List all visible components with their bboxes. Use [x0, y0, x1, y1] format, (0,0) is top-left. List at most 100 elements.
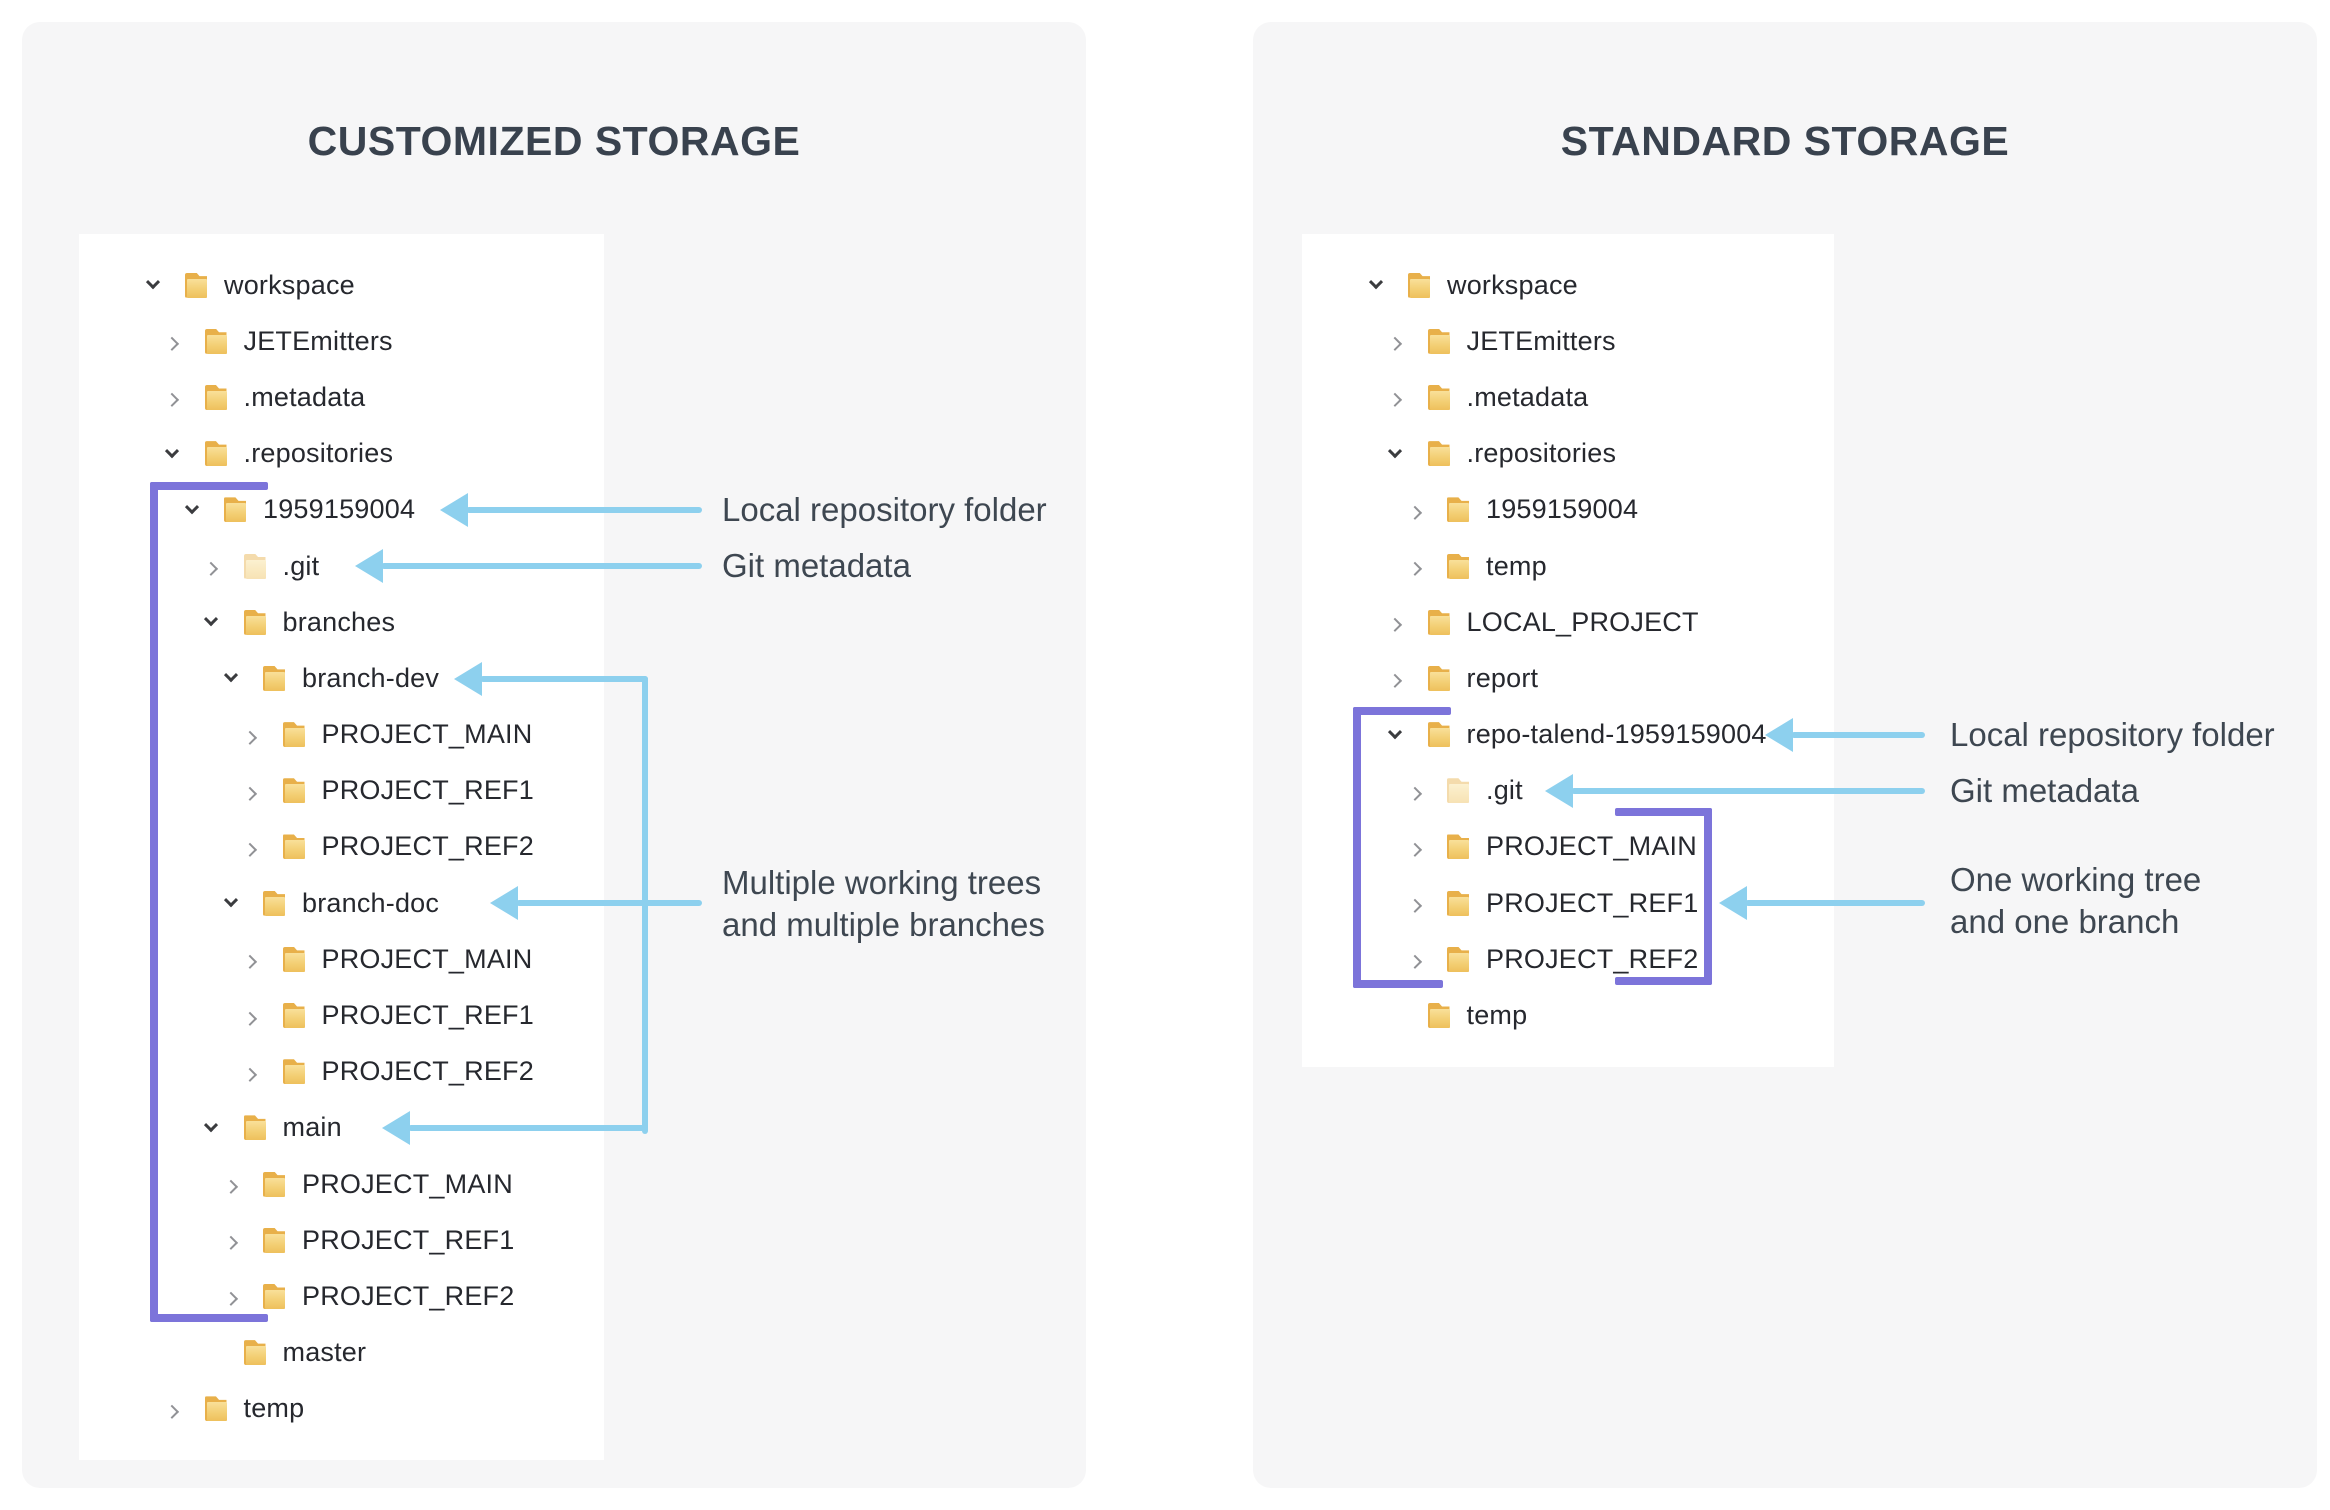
tree-row-PROJECT_REF1[interactable]: PROJECT_REF1: [79, 987, 604, 1043]
tree-label: PROJECT_REF2: [321, 1056, 534, 1087]
folder-icon: [204, 328, 227, 354]
tree-row-PROJECT_REF2[interactable]: PROJECT_REF2: [79, 1268, 604, 1324]
tree-row-temp[interactable]: temp: [79, 1381, 604, 1437]
chevron-right-icon[interactable]: [242, 952, 258, 970]
chevron-right-icon[interactable]: [242, 1064, 258, 1082]
tree-row-PROJECT_REF2[interactable]: PROJECT_REF2: [79, 1044, 604, 1100]
chevron-down-icon[interactable]: [145, 275, 160, 293]
tree-label: workspace: [224, 269, 355, 300]
tree-row-main[interactable]: main: [79, 1100, 604, 1156]
chevron-right-icon[interactable]: [1387, 334, 1403, 352]
tree-row-PROJECT_MAIN[interactable]: PROJECT_MAIN: [79, 931, 604, 987]
tree-row-1959159004[interactable]: 1959159004: [1302, 482, 1834, 538]
note-multiple-line2: and multiple branches: [722, 906, 1045, 943]
chevron-right-icon[interactable]: [1407, 839, 1422, 857]
tree-row-LOCAL_PROJECT[interactable]: LOCAL_PROJECT: [1302, 594, 1834, 650]
tree-row-repo-talend-1959159004[interactable]: repo-talend-1959159004: [1302, 707, 1834, 763]
chevron-right-icon[interactable]: [164, 390, 180, 408]
tree-label: PROJECT_MAIN: [302, 1168, 513, 1199]
tree-row-JETEmitters[interactable]: JETEmitters: [79, 313, 604, 369]
tree-row-branches[interactable]: branches: [79, 594, 604, 650]
tree-row-1959159004[interactable]: 1959159004: [79, 482, 604, 538]
chevron-down-icon[interactable]: [203, 1118, 219, 1135]
repo-bracket-vertical: [150, 482, 158, 1322]
chevron-down-icon[interactable]: [184, 499, 199, 517]
chevron-right-icon[interactable]: [1407, 896, 1422, 914]
tree-row-PROJECT_MAIN[interactable]: PROJECT_MAIN: [1302, 819, 1834, 875]
chevron-right-icon[interactable]: [242, 1008, 258, 1026]
tree-label: temp: [243, 1393, 305, 1424]
tree-row-PROJECT_MAIN[interactable]: PROJECT_MAIN: [79, 707, 604, 763]
chevron-right-icon[interactable]: [242, 839, 258, 857]
folder-icon: [204, 1396, 227, 1422]
note-git-metadata: Git metadata: [1950, 772, 2139, 809]
chevron-right-icon[interactable]: [242, 727, 258, 745]
arrow-head-local-repo-icon: [440, 493, 468, 527]
chevron-right-icon[interactable]: [223, 1177, 238, 1194]
repo-bracket-bottom-arm: [1353, 980, 1443, 988]
chevron-right-icon[interactable]: [242, 783, 258, 801]
chevron-right-icon[interactable]: [223, 1289, 238, 1307]
folder-icon: [1447, 946, 1469, 972]
chevron-down-icon[interactable]: [1387, 724, 1403, 742]
chevron-down-icon[interactable]: [164, 443, 180, 461]
chevron-right-icon[interactable]: [164, 334, 180, 352]
tree-row-.metadata[interactable]: .metadata: [79, 369, 604, 425]
chevron-right-icon[interactable]: [1407, 952, 1422, 970]
chevron-down-icon[interactable]: [1387, 443, 1403, 461]
chevron-down-icon[interactable]: [203, 612, 219, 630]
tree-row-branch-dev[interactable]: branch-dev: [79, 650, 604, 706]
tree-row-PROJECT_REF2[interactable]: PROJECT_REF2: [1302, 931, 1834, 987]
tree-row-report[interactable]: report: [1302, 650, 1834, 706]
tree-row-PROJECT_REF1[interactable]: PROJECT_REF1: [79, 1212, 604, 1268]
tree-row-PROJECT_REF1[interactable]: PROJECT_REF1: [79, 763, 604, 819]
chevron-right-icon[interactable]: [1407, 502, 1422, 520]
tree-row-PROJECT_REF1[interactable]: PROJECT_REF1: [1302, 875, 1834, 931]
tree-row-.repositories[interactable]: .repositories: [79, 426, 604, 482]
chevron-right-icon[interactable]: [164, 1401, 180, 1419]
tree-row-temp[interactable]: temp: [1302, 538, 1834, 594]
folder-icon: [1447, 497, 1469, 523]
tree-row-PROJECT_MAIN[interactable]: PROJECT_MAIN: [79, 1156, 604, 1212]
tree-row-PROJECT_REF2[interactable]: PROJECT_REF2: [79, 819, 604, 875]
chevron-right-icon[interactable]: [1407, 783, 1422, 801]
tree-label: .metadata: [1466, 381, 1589, 412]
folder-icon: [1427, 1003, 1450, 1029]
folder-icon: [204, 441, 227, 467]
chevron-down-icon[interactable]: [1368, 275, 1383, 293]
tree-row-workspace[interactable]: workspace: [1302, 257, 1834, 313]
tree-label: repo-talend-1959159004: [1466, 719, 1767, 750]
arrow-head-git-metadata-icon: [1545, 774, 1573, 808]
tree-row-.metadata[interactable]: .metadata: [1302, 369, 1834, 425]
chevron-down-icon[interactable]: [223, 668, 238, 686]
tree-label: main: [282, 1112, 342, 1143]
tree-row-workspace[interactable]: workspace: [79, 257, 604, 313]
tree-label: PROJECT_REF2: [302, 1280, 515, 1311]
tree-row-.git[interactable]: .git: [79, 538, 604, 594]
tree-row-JETEmitters[interactable]: JETEmitters: [1302, 313, 1834, 369]
folder-icon: [1447, 778, 1469, 804]
folder-icon: [1427, 441, 1450, 467]
chevron-right-icon[interactable]: [223, 1233, 238, 1251]
chevron-right-icon[interactable]: [1387, 390, 1403, 408]
folder-icon: [282, 946, 305, 972]
chevron-right-icon[interactable]: [1387, 671, 1403, 689]
tree-row-.repositories[interactable]: .repositories: [1302, 426, 1834, 482]
chevron-right-icon[interactable]: [1407, 559, 1422, 576]
tree-row-.git[interactable]: .git: [1302, 763, 1834, 819]
tree-label: .repositories: [1466, 438, 1617, 469]
note-one-line1: One working tree: [1950, 861, 2202, 898]
tree-row-temp[interactable]: temp: [1302, 987, 1834, 1043]
tree-row-master[interactable]: master: [79, 1325, 604, 1381]
chevron-right-icon[interactable]: [203, 559, 219, 576]
note-multiple-working-trees: Multiple working trees and multiple bran…: [722, 862, 1045, 946]
tree-row-branch-doc[interactable]: branch-doc: [79, 875, 604, 931]
chevron-right-icon[interactable]: [1387, 615, 1403, 633]
folder-icon: [1427, 665, 1450, 691]
tree-label: .repositories: [243, 438, 394, 469]
chevron-spacer: [1388, 1008, 1403, 1023]
arrow-line-local-repo: [466, 507, 702, 513]
folder-icon: [1447, 834, 1469, 860]
chevron-down-icon[interactable]: [223, 893, 238, 911]
